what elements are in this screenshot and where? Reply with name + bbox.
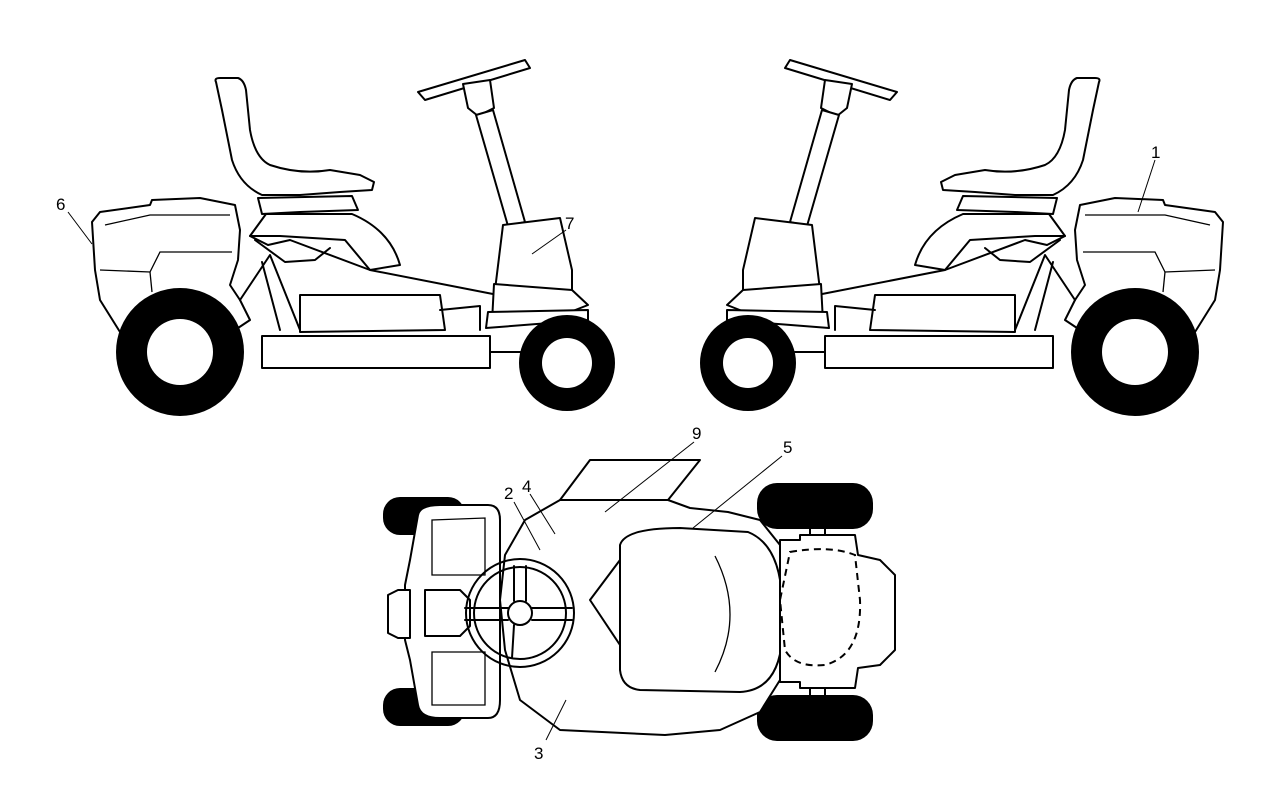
callout-6: 6	[56, 195, 65, 214]
callout-7: 7	[565, 214, 574, 233]
leader-9	[604, 441, 695, 513]
callout-9: 9	[692, 424, 701, 443]
callout-3: 3	[534, 744, 543, 763]
callout-2: 2	[504, 484, 513, 503]
mower-top-view	[383, 459, 896, 741]
mower-right-side-view	[700, 59, 1224, 416]
leader-6	[67, 211, 93, 245]
callout-4: 4	[522, 477, 531, 496]
leader-5	[692, 455, 783, 529]
leader-3	[545, 699, 567, 741]
leader-lines	[67, 159, 1156, 741]
callout-1: 1	[1151, 143, 1160, 162]
leader-1	[1137, 159, 1156, 213]
callouts: 1 2 3 4 5 6 7 9	[56, 143, 1160, 763]
leader-7	[531, 229, 567, 255]
mower-left-side-view	[91, 59, 615, 416]
callout-5: 5	[783, 438, 792, 457]
leader-4	[529, 493, 556, 535]
leader-2	[513, 501, 541, 551]
